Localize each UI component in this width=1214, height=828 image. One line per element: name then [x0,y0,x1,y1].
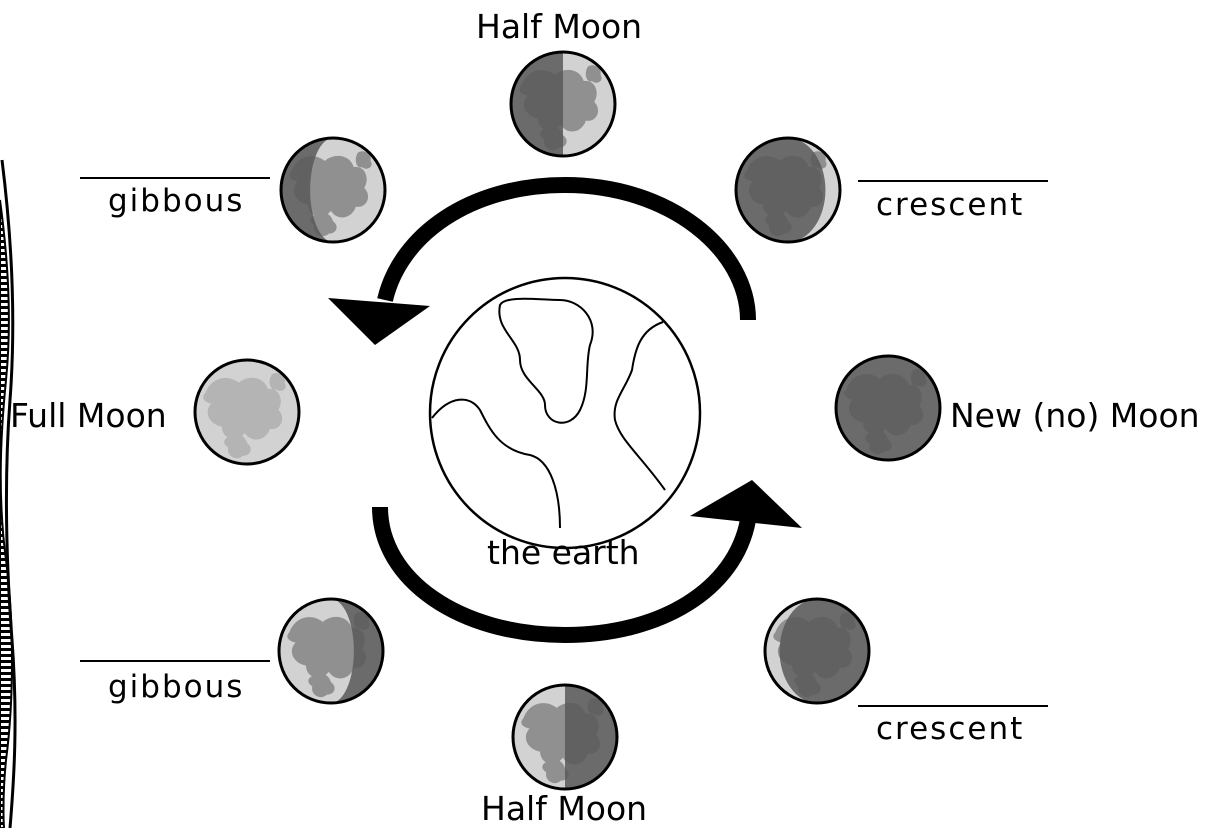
full-moon [195,360,299,464]
crescent-lower-moon [765,599,869,703]
half-moon-top-moon [511,52,615,156]
gibbous-lower-label: gibbous [108,672,244,703]
new-moon-label: New (no) Moon [950,399,1200,432]
new-moon [836,356,940,460]
gibbous-upper-label: gibbous [108,186,244,217]
earth-label: the earth [487,536,640,569]
crescent-upper-blank [858,180,1048,182]
half-moon-bottom-moon [513,685,617,789]
gibbous-lower-blank [80,660,270,662]
half-moon-top-label: Half Moon [476,10,642,43]
gibbous-lower-moon [279,599,383,703]
crescent-lower-blank [858,705,1048,707]
earth [430,278,700,548]
crescent-upper-moon [736,138,840,242]
gibbous-upper-blank [80,177,270,179]
half-moon-bottom-label: Half Moon [481,792,647,825]
arrow-head-right [690,480,802,528]
arrow-head-left [328,298,430,345]
crescent-lower-label: crescent [876,714,1024,745]
crescent-upper-label: crescent [876,190,1024,221]
gibbous-upper-moon [281,138,385,242]
full-moon-label: Full Moon [10,399,167,432]
